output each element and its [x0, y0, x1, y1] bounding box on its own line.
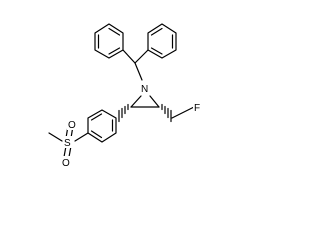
- aryl-ring: [87, 109, 117, 143]
- structure-canvas: N F S O O: [48, 23, 202, 169]
- atom-label-n: N: [140, 81, 151, 95]
- svg-text:O: O: [68, 120, 76, 131]
- hashed-bond-aryl: [118, 103, 129, 123]
- atom-label-f: F: [193, 101, 202, 114]
- svg-text:O: O: [62, 158, 70, 169]
- left-phenyl-ring: [94, 23, 124, 59]
- svg-text:F: F: [194, 103, 200, 114]
- chemical-structure-diagram: N F S O O: [48, 23, 202, 169]
- atom-label-o-top: O: [67, 118, 78, 131]
- benzhydryl-bonds: [122, 49, 149, 81]
- fluoromethyl-bond: [171, 106, 195, 119]
- svg-text:N: N: [141, 84, 148, 95]
- atom-label-o-bottom: O: [61, 156, 72, 169]
- atom-label-s: S: [63, 136, 73, 149]
- svg-text:S: S: [64, 138, 71, 149]
- hashed-bond-fluoromethyl: [161, 103, 172, 123]
- aziridine-ring: [130, 95, 160, 108]
- right-phenyl-ring: [147, 23, 177, 59]
